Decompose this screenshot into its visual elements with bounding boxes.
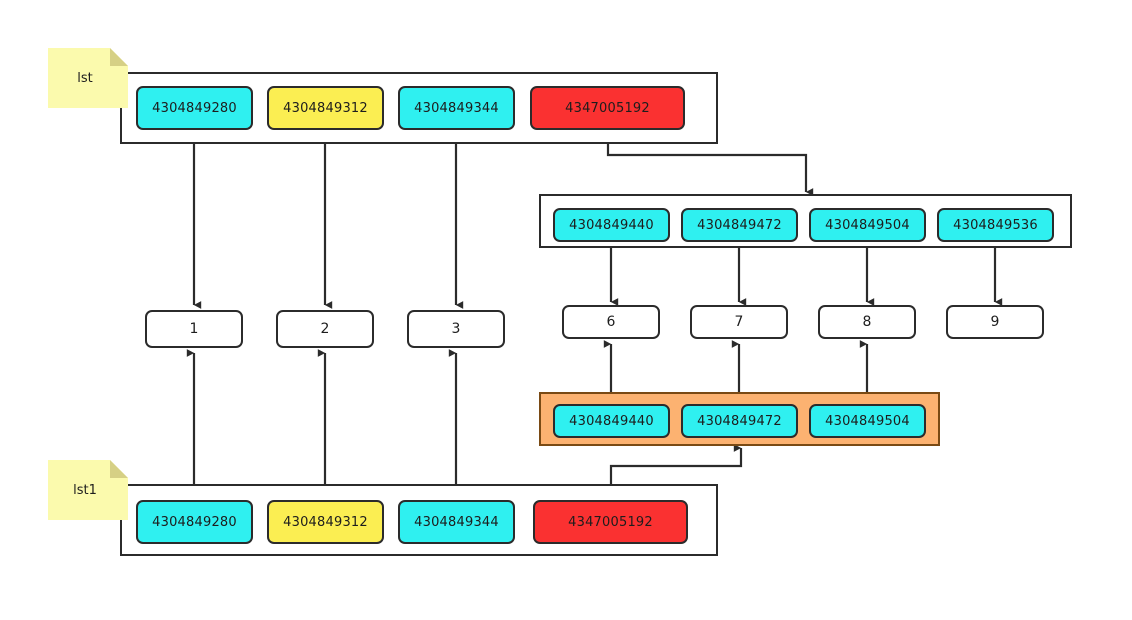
cell-lst1-1[interactable]: 4304849312 <box>267 500 384 544</box>
value-box-3: 3 <box>407 310 505 348</box>
cell-lst1-3[interactable]: 4347005192 <box>533 500 688 544</box>
value-box-9: 9 <box>946 305 1044 339</box>
cell-sliced-2[interactable]: 4304849504 <box>809 404 926 438</box>
note-lst-label: lst <box>77 70 93 86</box>
cell-lst1-0[interactable]: 4304849280 <box>136 500 253 544</box>
cell-lst-0[interactable]: 4304849280 <box>136 86 253 130</box>
cell-lst1-2[interactable]: 4304849344 <box>398 500 515 544</box>
cell-inner-3[interactable]: 4304849536 <box>937 208 1054 242</box>
note-lst1: lst1 <box>48 460 128 520</box>
cell-lst-2[interactable]: 4304849344 <box>398 86 515 130</box>
cell-inner-2[interactable]: 4304849504 <box>809 208 926 242</box>
note-lst1-label: lst1 <box>73 482 97 498</box>
cell-lst-3[interactable]: 4347005192 <box>530 86 685 130</box>
cell-inner-0[interactable]: 4304849440 <box>553 208 670 242</box>
value-box-6: 6 <box>562 305 660 339</box>
note-lst: lst <box>48 48 128 108</box>
cell-sliced-0[interactable]: 4304849440 <box>553 404 670 438</box>
value-box-1: 1 <box>145 310 243 348</box>
cell-sliced-1[interactable]: 4304849472 <box>681 404 798 438</box>
value-box-2: 2 <box>276 310 374 348</box>
cell-lst-1[interactable]: 4304849312 <box>267 86 384 130</box>
value-box-7: 7 <box>690 305 788 339</box>
cell-inner-1[interactable]: 4304849472 <box>681 208 798 242</box>
value-box-8: 8 <box>818 305 916 339</box>
